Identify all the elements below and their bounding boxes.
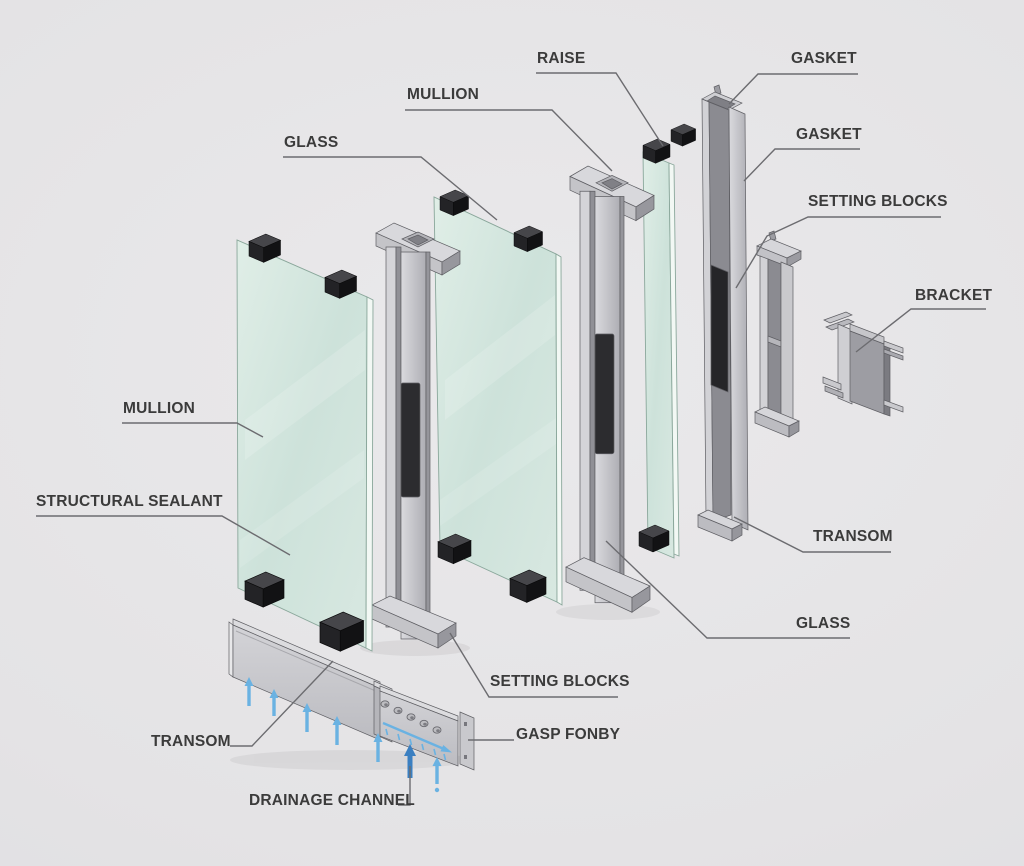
leader-structural-sealant bbox=[36, 515, 291, 556]
leader-gasket-top bbox=[728, 73, 858, 105]
gasket-mullion bbox=[697, 84, 749, 542]
leader-bracket bbox=[855, 308, 986, 353]
label-setting-blocks-right: SETTING BLOCKS bbox=[808, 193, 948, 210]
leader-transom-left bbox=[230, 660, 334, 747]
leader-lines bbox=[36, 72, 986, 806]
leader-raise bbox=[536, 72, 664, 147]
leader-setting-blocks-bottom bbox=[449, 632, 618, 698]
airflow-arrows bbox=[244, 677, 442, 793]
label-gasket-top: GASKET bbox=[791, 50, 857, 67]
short-mullion bbox=[754, 230, 802, 438]
label-glass-right: GLASS bbox=[796, 615, 851, 632]
label-transom-right: TRANSOM bbox=[813, 528, 893, 545]
label-glass-top: GLASS bbox=[284, 134, 339, 151]
leader-drainage-channel bbox=[398, 766, 411, 806]
drainage-channel bbox=[379, 685, 475, 771]
label-structural-sealant: STRUCTURAL SEALANT bbox=[36, 493, 223, 510]
drainage-holes bbox=[380, 700, 442, 734]
label-transom-left: TRANSOM bbox=[151, 733, 231, 750]
label-drainage-channel: DRAINAGE CHANNEL bbox=[249, 792, 415, 809]
label-bracket: BRACKET bbox=[915, 287, 993, 304]
leader-setting-blocks-right bbox=[735, 216, 941, 289]
label-setting-blocks-bottom: SETTING BLOCKS bbox=[490, 673, 630, 690]
leader-gasket-mid bbox=[743, 148, 860, 182]
label-gasket-mid: GASKET bbox=[796, 126, 862, 143]
leader-glass-right bbox=[605, 540, 850, 639]
leader-mullion-top bbox=[405, 109, 613, 172]
leader-glass-top bbox=[283, 156, 498, 221]
glass-strip bbox=[642, 151, 680, 559]
drainage-flow-arrow bbox=[382, 721, 452, 761]
glass-panel-2 bbox=[433, 196, 563, 606]
bracket bbox=[822, 311, 904, 417]
label-gasp-fonby: GASP FONBY bbox=[516, 726, 621, 743]
leader-transom-right bbox=[733, 516, 891, 553]
label-mullion-top: MULLION bbox=[407, 86, 479, 103]
label-raise: RAISE bbox=[537, 50, 586, 67]
label-mullion-left: MULLION bbox=[123, 400, 195, 417]
leader-mullion-left bbox=[122, 422, 264, 438]
